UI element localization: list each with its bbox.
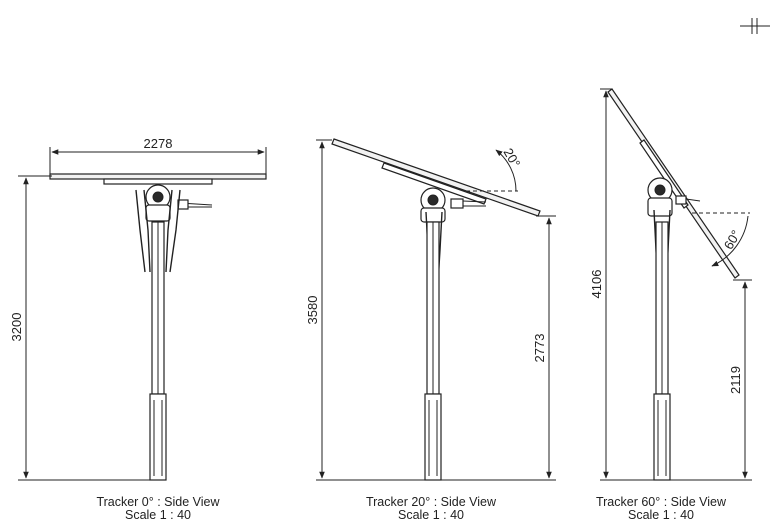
tracker-0-side-view: 2278 320 [9, 136, 267, 522]
edge-height-dimension: 2773 [441, 215, 556, 481]
height-dimension: 4106 [589, 88, 654, 481]
width-dimension-label: 2278 [144, 136, 173, 151]
tilt-angle-indicator: 20° [466, 145, 523, 192]
projection-symbol-icon [740, 18, 770, 34]
width-dimension: 2278 [49, 136, 267, 176]
edge-height-dimension-label: 2773 [532, 334, 547, 363]
drive-mechanism [135, 184, 213, 273]
solar-panel [49, 173, 267, 180]
caption-scale: Scale 1 : 40 [398, 508, 464, 522]
mounting-rail [639, 139, 689, 209]
height-dimension-label: 4106 [589, 270, 604, 299]
edge-height-dimension: 2119 [670, 279, 752, 481]
caption-title: Tracker 60° : Side View [596, 495, 727, 509]
tracker-20-side-view: 20° 3580 2773 Tracker 20° : Side View Sc… [305, 138, 556, 522]
caption-scale: Scale 1 : 40 [628, 508, 694, 522]
support-pole [424, 221, 442, 481]
edge-height-dimension-label: 2119 [728, 366, 743, 394]
angle-label: 60° [721, 227, 744, 252]
height-dimension: 3580 [305, 139, 425, 481]
height-dimension: 3200 [9, 175, 150, 481]
mounting-rail [381, 162, 487, 205]
angle-label: 20° [500, 145, 523, 170]
mounting-rail [103, 178, 213, 185]
tracker-60-side-view: 60° 4106 2119 Tracker 60° : Side View Sc… [589, 88, 752, 522]
caption-title: Tracker 20° : Side View [366, 495, 497, 509]
caption-scale: Scale 1 : 40 [125, 508, 191, 522]
support-pole [149, 221, 167, 481]
height-dimension-label: 3200 [9, 313, 24, 342]
support-pole [653, 221, 671, 481]
caption-title: Tracker 0° : Side View [96, 495, 220, 509]
height-dimension-label: 3580 [305, 296, 320, 325]
